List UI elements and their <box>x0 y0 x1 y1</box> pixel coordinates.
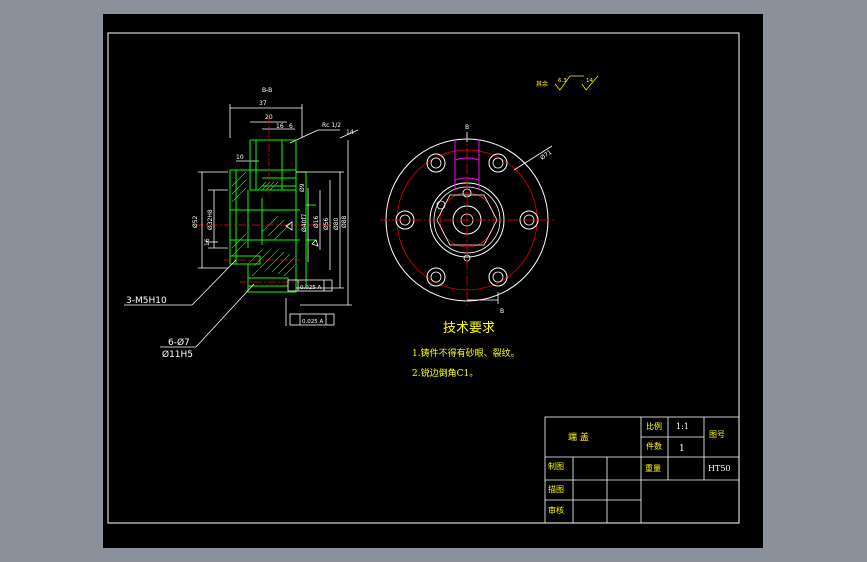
roughness-symbols <box>554 75 599 91</box>
bolt-holes <box>395 153 539 287</box>
tolerance-frame-2 <box>289 313 335 326</box>
cutting-plane <box>466 132 499 304</box>
inner-dimension-lines <box>285 140 352 326</box>
diameter-leader <box>513 145 553 171</box>
drawing-border <box>107 32 740 524</box>
scale-label: 比例 <box>646 421 662 431</box>
note-thread: 3-M5H10 <box>126 296 167 306</box>
bolt-hole <box>488 267 508 287</box>
section-label: B-B <box>262 87 272 94</box>
left-dimension-lines <box>198 171 228 269</box>
dim-left-1: Ø52 <box>192 215 199 228</box>
bolt-hole <box>426 267 446 287</box>
cut-label-bottom: B <box>500 308 504 315</box>
roughness-14: 14 <box>346 129 354 136</box>
bolt-hole <box>426 153 446 173</box>
dim-inner-1: Ø40f7 <box>301 214 308 232</box>
weight-label: 重量 <box>645 463 661 473</box>
title-block: 端 盖 比例 1:1 件数 1 图号 制图 重量 HT50 描图 审核 <box>544 416 740 524</box>
front-centerlines <box>380 132 555 305</box>
dim-inner-2: Ø16 <box>313 215 320 228</box>
top-dimension-lines <box>229 104 303 162</box>
front-view: 其余 6.3 14 <box>380 75 599 315</box>
dim-16: 16 <box>276 123 284 130</box>
note-holes: 6-Ø7 <box>168 337 190 348</box>
dim-6: 6 <box>289 123 293 130</box>
roughness-note: 其余 <box>536 80 548 88</box>
bolt-hole <box>488 153 508 173</box>
dim-inner-3: Ø56 <box>323 217 330 230</box>
dim-left-2: Ø32H8 <box>207 209 214 230</box>
trace-label: 描图 <box>548 484 564 494</box>
material-value: HT50 <box>708 464 731 473</box>
count-value: 1 <box>679 444 685 454</box>
tolerance-text-1: 0.025 A <box>300 285 321 291</box>
tech-title: 技术要求 <box>443 321 495 336</box>
section-view: B-B 37 20 16 6 10 Rc 1/2 14 <box>124 87 359 360</box>
dim-mid: Ø9 <box>299 183 306 192</box>
scale-value: 1:1 <box>676 422 689 431</box>
tolerance-text-2: 0.025 A <box>302 319 323 325</box>
count-label: 件数 <box>646 441 662 451</box>
dim-right: Ø88 <box>341 215 348 228</box>
dim-10: 10 <box>236 154 244 161</box>
note-counterbore: Ø11H5 <box>162 349 193 360</box>
drawing-no-label: 图号 <box>709 430 725 439</box>
section-centerlines <box>196 116 330 283</box>
check-label: 审核 <box>548 505 564 515</box>
part-name: 端 盖 <box>568 431 589 443</box>
roughness-14-front: 14 <box>586 78 593 84</box>
roughness-value: 6.3 <box>558 78 567 84</box>
thread-leader <box>289 129 359 144</box>
tech-item-1: 1.铸件不得有砂眼、裂纹。 <box>412 347 520 359</box>
draw-label: 制图 <box>548 461 564 471</box>
tech-item-2: 2.锐边倒角C1。 <box>412 367 478 379</box>
datum-marks <box>206 221 319 247</box>
thread-callout: Rc 1/2 <box>322 122 341 129</box>
cut-label-top: B <box>465 124 469 131</box>
dim-37: 37 <box>259 100 267 107</box>
tolerance-frame-1 <box>287 279 333 292</box>
section-hatch <box>231 171 295 277</box>
note-leaders <box>124 259 255 348</box>
dim-inner-4: Ø80 <box>333 217 340 230</box>
tech-requirements: 技术要求 1.铸件不得有砂眼、裂纹。 2.锐边倒角C1。 <box>412 321 520 379</box>
